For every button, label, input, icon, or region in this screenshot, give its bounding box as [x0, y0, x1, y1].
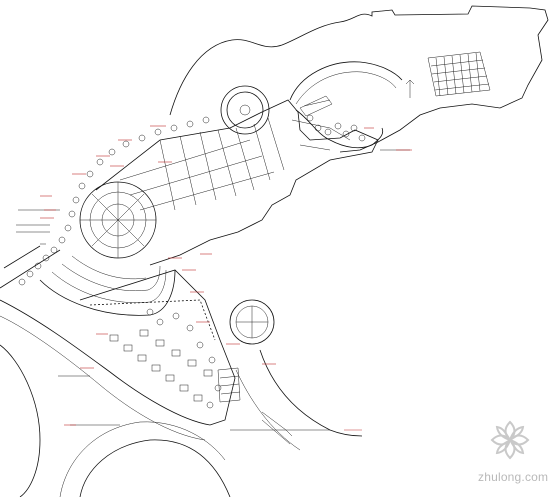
west-boundary-line [0, 245, 61, 289]
south-east-arc [259, 349, 363, 437]
north-arc-path [289, 61, 403, 101]
circular-plaza-north [220, 85, 270, 135]
south-residential-zone [79, 269, 236, 426]
annotation-marks [40, 125, 412, 431]
south-west-road-edge [0, 299, 211, 426]
east-pavilion-trees [306, 114, 366, 142]
upper-terrain-contour [169, 5, 549, 153]
fan-shaped-amphitheater [39, 181, 176, 316]
parking-lot-north [427, 51, 491, 97]
watermark-logo [490, 420, 530, 460]
south-steps [217, 367, 241, 403]
south-walkway [261, 411, 293, 445]
west-tree-row [18, 116, 210, 286]
north-marker [405, 79, 415, 98]
lower-road-curve [0, 344, 41, 497]
circular-plaza-south [229, 299, 275, 345]
watermark-text: zhulong.com [478, 470, 549, 484]
east-curved-wall [295, 109, 384, 149]
